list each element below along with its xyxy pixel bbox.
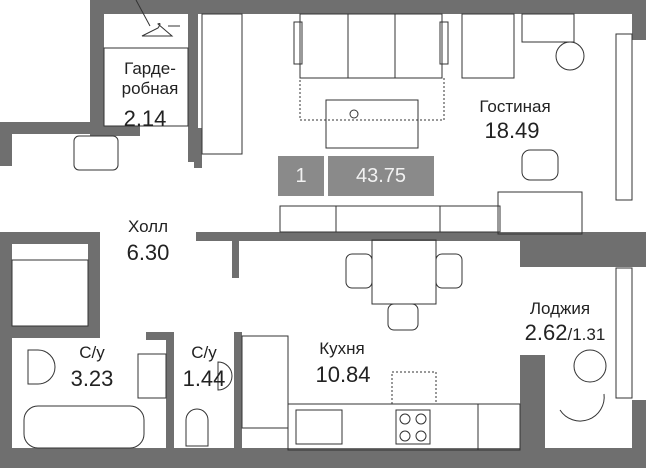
wall-bath-top2 [146, 332, 172, 340]
room-area-bath1: 3.23 [70, 366, 114, 391]
room-area-hall: 6.30 [126, 240, 170, 265]
room-name-living: Гостиная [479, 97, 551, 116]
wall-left-upper [0, 122, 12, 166]
tv-stand-icon [335, 205, 441, 233]
chair-icon [435, 253, 463, 289]
fridge-area [391, 371, 437, 405]
washing-machine-icon [137, 353, 167, 399]
total-area-badge: 43.75 [328, 156, 434, 196]
lamp-icon [555, 41, 585, 71]
washbasin-icon [217, 361, 233, 391]
window-living [615, 33, 633, 201]
wardrobe-hanger-icon [135, 0, 180, 37]
stove-icon [395, 409, 431, 445]
office-chair-icon [521, 149, 559, 181]
wall-wardrobe-right [188, 0, 198, 162]
wall-hall-right-upper [194, 128, 202, 168]
kitchen-counter [287, 403, 521, 451]
loggia-area-reduced: /1.31 [567, 325, 606, 344]
wall-kitchen-bottom [0, 448, 646, 468]
wall-wardrobe-left [90, 0, 104, 128]
wall-closet-right [88, 232, 100, 332]
wardrobe-door [103, 47, 189, 127]
washbasin-icon [27, 349, 56, 385]
bathtub-icon [23, 405, 145, 449]
wall-hall-right-lower [232, 232, 239, 278]
wall-right-upper [632, 0, 646, 40]
rooms-count-badge: 1 [278, 156, 324, 196]
room-name-loggia: Лоджия [529, 299, 591, 318]
wall-hall-top-left [0, 122, 104, 134]
room-name-kitchen: Кухня [319, 339, 365, 358]
desk-shelf [521, 13, 575, 43]
sink-icon [295, 409, 343, 445]
chair-icon [345, 253, 373, 289]
dining-table-icon [371, 239, 437, 305]
room-area-kitchen: 10.84 [315, 362, 371, 387]
hall-socket-box [73, 135, 119, 171]
room-name-hall: Холл [127, 217, 169, 236]
loggia-armchair-icon [559, 393, 605, 422]
tv-stand-right [439, 205, 501, 233]
window-loggia [615, 267, 633, 399]
room-area-wardrobe: 2.14 [123, 106, 167, 131]
hall-cabinet [11, 259, 89, 327]
tv-stand-left [279, 205, 337, 233]
chair-icon [387, 303, 419, 331]
room-name-line1: Гарде- [124, 59, 176, 78]
wall-left-lower [0, 233, 12, 468]
room-area-living: 18.49 [484, 118, 540, 143]
rug [299, 77, 445, 121]
loggia-area: 2.62 [524, 320, 568, 345]
wall-living-bottom [196, 232, 562, 241]
closet-cabinet [201, 13, 243, 155]
room-name-wardrobe: Гарде- робная [112, 60, 188, 97]
toilet-icon [185, 408, 209, 447]
wall-wardrobe-bottom [90, 126, 140, 136]
room-name-bath1: С/у [79, 343, 105, 362]
sofa-icon [293, 13, 449, 79]
room-area-bath2: 1.44 [182, 366, 226, 391]
storage-cabinet [241, 335, 289, 429]
wall-closet [0, 232, 100, 244]
room-name-bath2: С/у [191, 343, 217, 362]
wall-bath-top [0, 326, 100, 338]
room-area-loggia: 2.62/1.31 [510, 322, 620, 344]
wall-bath-divider [166, 332, 174, 468]
desk-icon [497, 191, 583, 235]
loggia-table-icon [573, 349, 607, 383]
wall-top [90, 0, 646, 14]
armchair-icon [461, 13, 515, 79]
room-name-line2: робная [121, 79, 179, 98]
coffee-table-icon [325, 99, 419, 149]
wall-bath2-right [234, 332, 242, 468]
wall-living-loggia [520, 232, 646, 267]
